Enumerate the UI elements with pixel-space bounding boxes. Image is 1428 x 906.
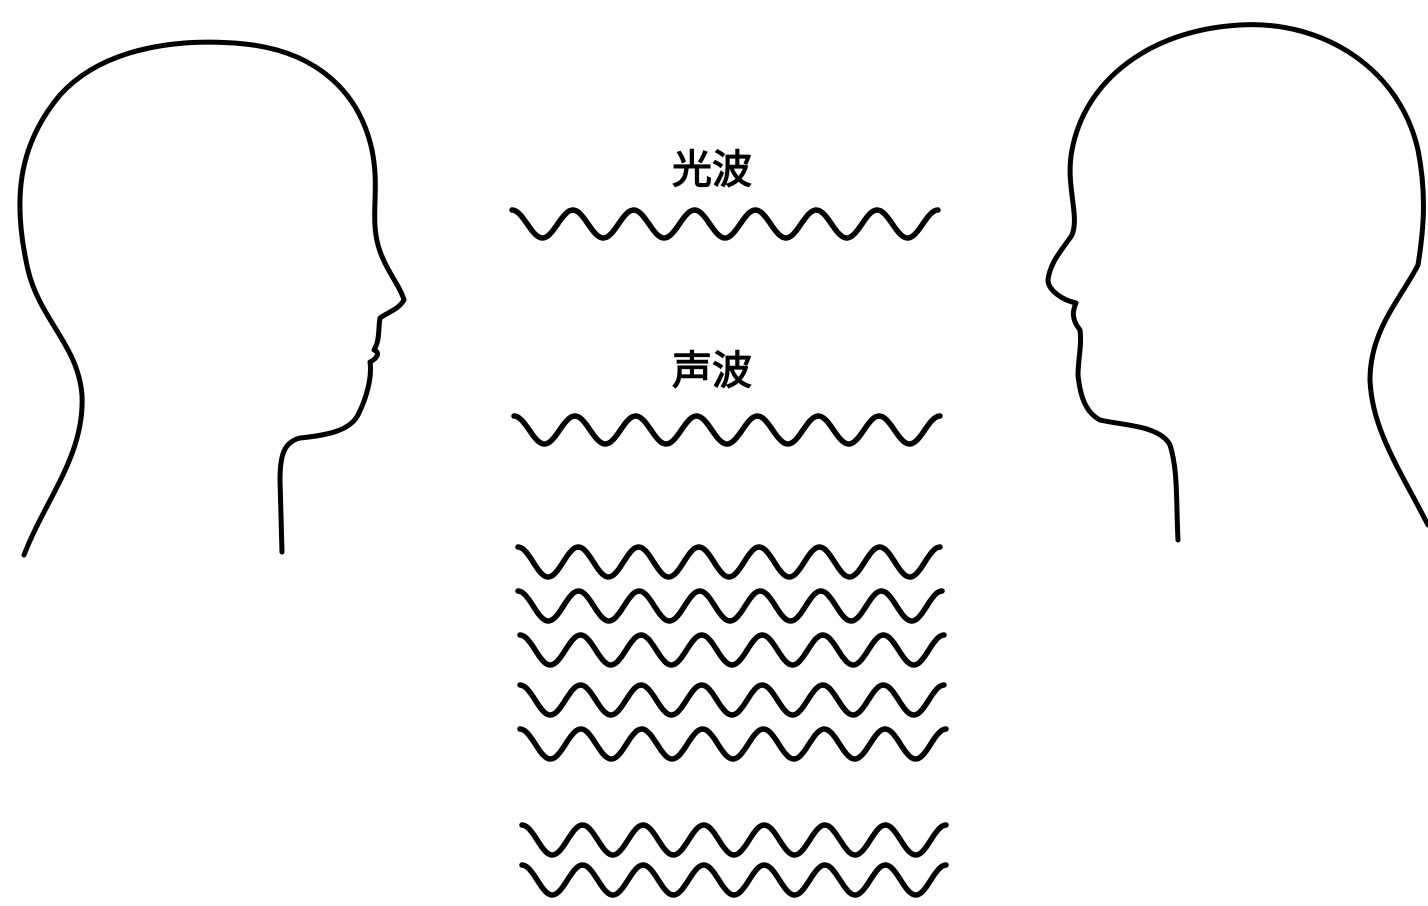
stacked-wave-line [519, 862, 949, 898]
light-wave-label: 光波 [672, 146, 752, 193]
sound-wave [511, 413, 943, 447]
stacked-wave-line [519, 822, 949, 858]
light-wave-line [509, 207, 941, 241]
light-wave [509, 207, 941, 241]
stacked-wave-line [517, 682, 947, 718]
sound-wave-line [511, 413, 943, 447]
sound-wave-label: 声波 [672, 347, 752, 394]
left-head-silhouette [17, 39, 407, 558]
wave-stack-small [519, 822, 949, 898]
right-head-silhouette [1045, 22, 1428, 543]
stacked-wave-line [515, 544, 943, 580]
stacked-wave-line [517, 632, 947, 668]
stacked-wave-line [515, 588, 945, 624]
stacked-wave-line [517, 726, 949, 762]
wave-stack-large [515, 544, 949, 762]
